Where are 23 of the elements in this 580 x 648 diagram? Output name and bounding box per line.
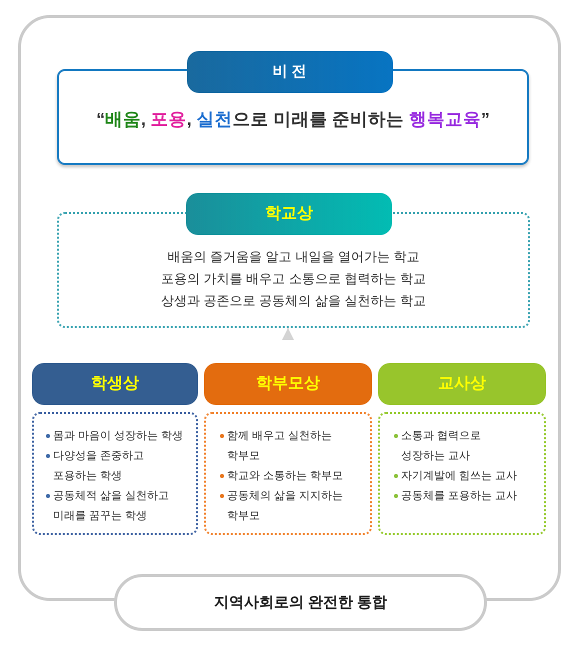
list-item: 공동체의 삶을 지지하는 학부모 — [227, 489, 344, 524]
statement-text: 포용의 가치를 배우고 소통으로 협력하는 학교 — [160, 271, 426, 286]
heading-tab: 학교상 — [186, 193, 392, 235]
statement-text: 상생과 공존으로 공동체의 삶을 실천하는 학교 — [160, 293, 426, 308]
arrow — [282, 328, 294, 340]
list-item: 소통과 협력으로 성장하는 교사 — [401, 429, 482, 464]
list-item: 공동체를 포용하는 교사 — [401, 489, 518, 504]
footer-banner: 지역사회로의 완전한 통합 — [114, 574, 487, 631]
dotted-panel — [204, 412, 372, 535]
list-item: 함께 배우고 실천하는 학부모 — [227, 429, 334, 464]
vision-statement: “배움, 포용, 실천으로 미래를 준비하는 행복교육” — [96, 109, 490, 129]
dotted-panel — [32, 412, 198, 535]
list-item: 공동체적 삶을 실천하고 미래를 꿈꾸는 학생 — [53, 489, 170, 524]
header-bar: 교사상 — [378, 363, 546, 405]
header-bar: 학생상 — [32, 363, 198, 405]
list-item: 학교와 소통하는 학부모 — [227, 469, 344, 484]
list-item: 다양성을 존중하고 포용하는 학생 — [53, 449, 146, 484]
list-item: 몸과 마음이 성장하는 학생 — [53, 429, 184, 444]
statement-text: 배움의 즐거움을 알고 내일을 열어가는 학교 — [167, 249, 420, 264]
list-item: 자기계발에 힘쓰는 교사 — [401, 469, 518, 484]
heading-tab: 비 전 — [186, 50, 392, 92]
dotted-panel — [378, 412, 546, 535]
header-bar: 학부모상 — [204, 363, 372, 405]
